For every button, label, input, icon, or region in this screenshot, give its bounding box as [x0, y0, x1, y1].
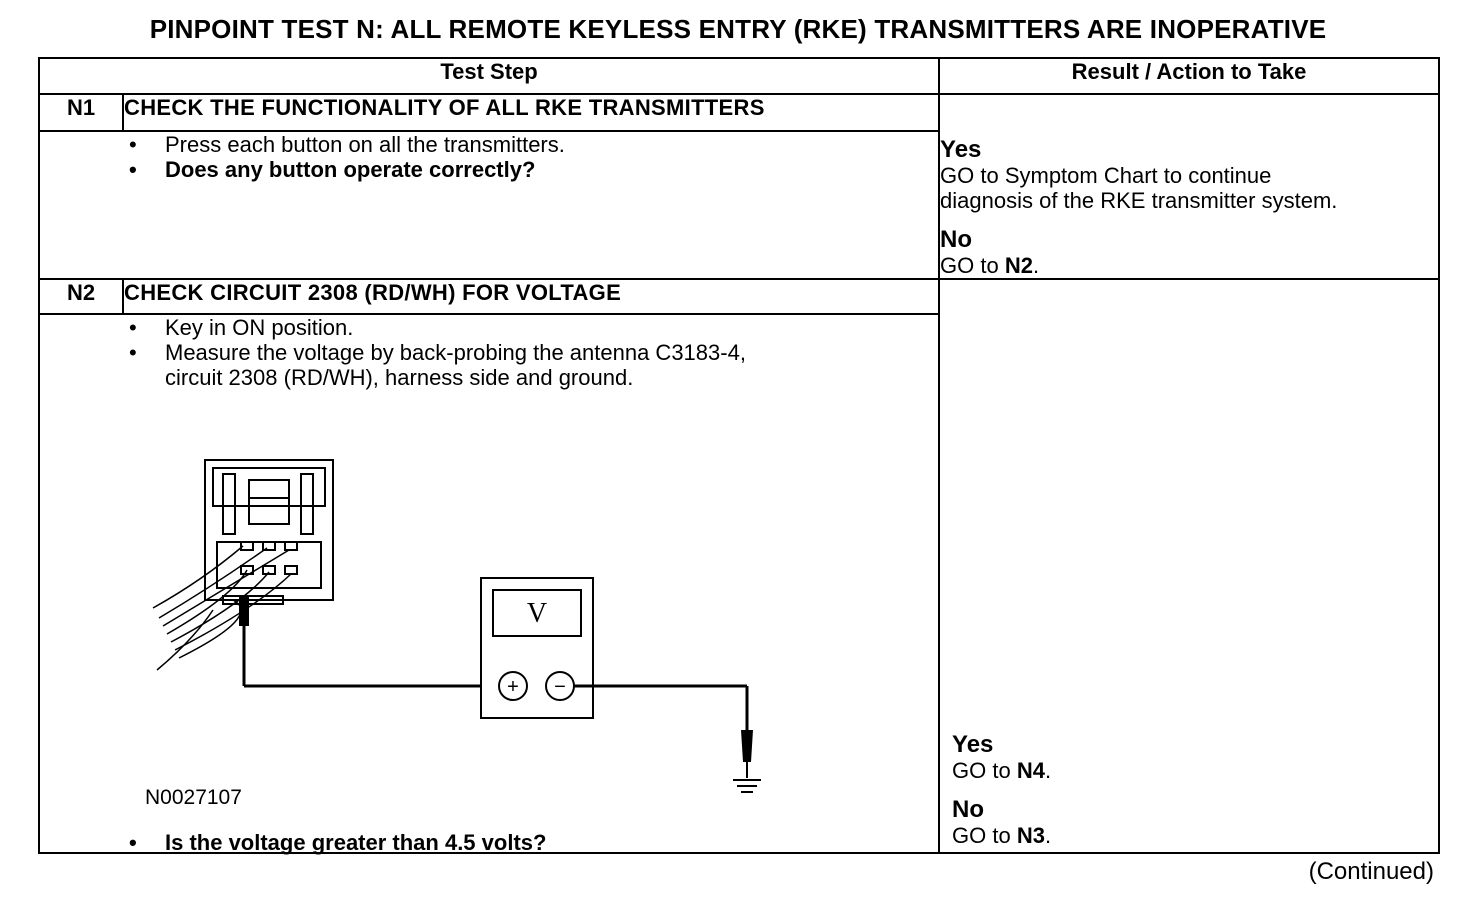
step-n2-no-prefix: GO to — [952, 823, 1017, 848]
step-n1-yes-text-1: GO to Symptom Chart to continue — [940, 163, 1272, 188]
table-header-row: Test Step Result / Action to Take — [37, 57, 1441, 95]
header-result: Result / Action to Take — [938, 57, 1441, 95]
step-n1-heading: CHECK THE FUNCTIONALITY OF ALL RKE TRANS… — [121, 93, 941, 132]
step-n1-heading-row: N1 CHECK THE FUNCTIONALITY OF ALL RKE TR… — [38, 93, 1441, 280]
step-n2-no-target: N3 — [1016, 823, 1045, 848]
step-n1-no-suffix: . — [1032, 253, 1040, 278]
ground-icon — [733, 779, 761, 794]
step-n1-no-prefix: GO to — [940, 253, 1005, 278]
step-n1-no-label: No — [940, 226, 973, 253]
step-n2-heading-row: N2 CHECK CIRCUIT 2308 (RD/WH) FOR VOLTAG… — [38, 277, 1441, 854]
list-item-line-2: circuit 2308 (RD/WH), harness side and g… — [165, 365, 634, 391]
list-item: Does any button operate correctly? — [129, 157, 938, 182]
list-item: Is the voltage greater than 4.5 volts? — [129, 830, 923, 855]
step-n2-yes-label: Yes — [952, 731, 994, 758]
step-n2-yes-prefix: GO to — [952, 758, 1017, 783]
voltmeter-icon: V + − — [480, 577, 594, 720]
step-n2-blank — [38, 313, 123, 854]
step-n1-no-action: GO to N2. — [940, 253, 1438, 278]
step-n2-no-action: GO to N3. — [952, 823, 1051, 848]
connector-voltmeter-illustration: V + − — [152, 459, 761, 794]
step-n2-body-row: Key in ON position. Measure the voltage … — [38, 313, 1439, 855]
step-n1-yes-label: Yes — [940, 136, 982, 163]
list-item: Measure the voltage by back-probing the … — [129, 340, 938, 390]
step-n2-no-label: No — [952, 796, 985, 823]
step-n2-question-list: Is the voltage greater than 4.5 volts? — [123, 830, 923, 855]
pinpoint-test-table: Test Step Result / Action to Take N1 CHE… — [37, 57, 1441, 855]
figure-id: N0027107 — [145, 786, 242, 810]
step-n1-id: N1 — [38, 93, 124, 132]
step-n1-result: Yes GO to Symptom Chart to continue diag… — [938, 93, 1441, 280]
step-n2-yes-suffix: . — [1044, 758, 1052, 783]
step-n1-body: Press each button on all the transmitter… — [123, 129, 941, 281]
meter-minus-terminal: − — [554, 676, 566, 698]
page-title: PINPOINT TEST N: ALL REMOTE KEYLESS ENTR… — [149, 14, 1327, 44]
continued-label: (Continued) — [1308, 858, 1434, 885]
step-n1-no-target: N2 — [1004, 253, 1033, 278]
list-item: Press each button on all the transmitter… — [129, 132, 938, 157]
step-n2-yes-action: GO to N4. — [952, 758, 1051, 783]
step-n2-yes-target: N4 — [1016, 758, 1045, 783]
step-n2-id: N2 — [38, 277, 124, 316]
step-n1-yes-text-2: diagnosis of the RKE transmitter system. — [940, 188, 1338, 213]
step-n1-bullets: Press each button on all the transmitter… — [123, 132, 938, 182]
connector-c3183-icon — [204, 459, 334, 606]
list-item-line-1: Measure the voltage by back-probing the … — [165, 340, 746, 366]
meter-plus-terminal: + — [507, 676, 519, 698]
meter-display-symbol: V — [527, 598, 547, 629]
step-n2-body: Key in ON position. Measure the voltage … — [123, 313, 941, 855]
voltmeter-diagram: V + − — [123, 390, 938, 855]
step-n2-result: Yes GO to N4. No GO to N3. — [938, 278, 1441, 854]
step-n1-body-row: Press each button on all the transmitter… — [38, 129, 1439, 281]
step-n2-heading: CHECK CIRCUIT 2308 (RD/WH) FOR VOLTAGE — [121, 277, 941, 316]
step-n2-bullets: Key in ON position. Measure the voltage … — [123, 315, 938, 390]
back-probe-icon — [239, 596, 501, 688]
ground-lead-icon — [574, 684, 753, 779]
header-test-step: Test Step — [37, 57, 941, 95]
step-n2-no-suffix: . — [1044, 823, 1052, 848]
step-n1-blank — [38, 129, 123, 281]
list-item: Key in ON position. — [129, 315, 938, 340]
harness-wires-icon — [152, 545, 292, 671]
